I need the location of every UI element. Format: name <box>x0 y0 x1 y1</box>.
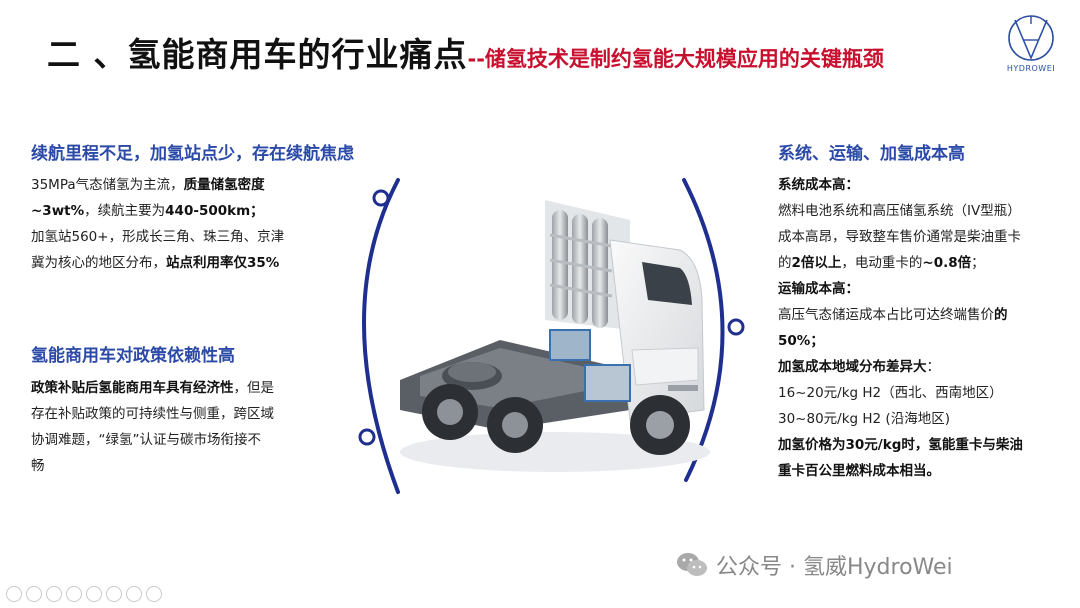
text-bold: ~0.8倍 <box>922 255 972 271</box>
logo-text: HYDROWEI <box>1006 64 1056 73</box>
hydrogen-tanks <box>549 210 613 328</box>
text: 畅 <box>31 458 45 474</box>
prev-slide-icon[interactable] <box>6 586 22 602</box>
more-icon[interactable] <box>146 586 162 602</box>
pointer-icon[interactable] <box>66 586 82 602</box>
left-heading-policy: 氢能商用车对政策依赖性高 <box>31 346 235 366</box>
text-bold: 站点利用率仅35% <box>166 255 280 271</box>
text: ，续航主要为 <box>84 203 166 219</box>
zoom-icon[interactable] <box>106 586 122 602</box>
text-bold: 质量储氢密度 <box>183 177 265 193</box>
text: ，电动重卡的 <box>841 255 923 271</box>
hydrogen-truck-illustration <box>400 200 710 472</box>
text-bold: 50%； <box>778 333 824 349</box>
left-paragraph-range: 35MPa气态储氢为主流，质量储氢密度 ~3wt%，续航主要为440-500km… <box>31 172 331 276</box>
text: 的 <box>778 255 792 271</box>
text: ； <box>971 255 985 271</box>
text: 成本高昂，导致整车售价通常是柴油重卡 <box>778 229 1021 245</box>
text: 冀为核心的地区分布， <box>31 255 166 271</box>
text: 高压气态储运成本占比可达终端售价 <box>778 307 994 323</box>
text-bold: 重卡百公里燃料成本相当。 <box>778 463 940 479</box>
title-main: 二 、氢能商用车的行业痛点 <box>47 35 468 74</box>
text-bold: 加氢成本地域分布差异大 <box>778 359 927 375</box>
text-bold: ~3wt% <box>31 203 85 219</box>
text: 存在补贴政策的可持续性与侧重，跨区域 <box>31 406 274 422</box>
text-bold: 运输成本高： <box>778 281 859 297</box>
search-icon[interactable] <box>86 586 102 602</box>
left-heading-range: 续航里程不足，加氢站点少，存在续航焦虑 <box>31 144 354 164</box>
text: 协调难题，“绿氢”认证与碳市场衔接不 <box>31 432 261 448</box>
left-paragraph-policy: 政策补贴后氢能商用车具有经济性，但是 存在补贴政策的可持续性与侧重，跨区域 协调… <box>31 375 331 479</box>
right-arc-dot <box>727 318 745 336</box>
logo-mark-icon <box>1008 15 1054 61</box>
text-bold: 系统成本高： <box>778 177 859 193</box>
text: 30~80元/kg H2 (沿海地区) <box>778 411 950 427</box>
wechat-watermark: 公众号 · 氢威HydroWei <box>676 549 953 581</box>
watermark-text: 公众号 · 氢威HydroWei <box>716 555 953 580</box>
text: ，但是 <box>233 380 275 396</box>
text-bold: 的 <box>994 307 1008 323</box>
text: 加氢站560+，形成长三角、珠三角、京津 <box>31 229 285 245</box>
wechat-icon <box>677 553 707 576</box>
text-bold: 政策补贴后氢能商用车具有经济性 <box>31 380 234 396</box>
right-heading-cost: 系统、运输、加氢成本高 <box>778 144 965 164</box>
right-paragraph-cost: 系统成本高： 燃料电池系统和高压储氢系统（IV型瓶） 成本高昂，导致整车售价通常… <box>778 172 1068 484</box>
text: 35MPa气态储氢为主流， <box>31 177 184 193</box>
slide-toolbar <box>6 586 162 602</box>
hide-icon[interactable] <box>126 586 142 602</box>
text: ： <box>926 359 941 375</box>
text-bold: 2倍以上 <box>791 255 842 271</box>
slide-title: 二 、氢能商用车的行业痛点--储氢技术是制约氢能大规模应用的关键瓶颈 <box>47 28 884 76</box>
text: 燃料电池系统和高压储氢系统（IV型瓶） <box>778 203 1021 219</box>
hydrowei-logo: HYDROWEI <box>1001 12 1061 78</box>
title-subtitle: --储氢技术是制约氢能大规模应用的关键瓶颈 <box>467 47 884 71</box>
text: 16~20元/kg H2（西北、西南地区） <box>778 385 1003 401</box>
next-slide-icon[interactable] <box>26 586 42 602</box>
left-arc-dot-bottom <box>358 428 376 446</box>
text-bold: 加氢价格为30元/kg时，氢能重卡与柴油 <box>778 437 1023 453</box>
pen-icon[interactable] <box>46 586 62 602</box>
text-bold: 440-500km； <box>165 203 264 219</box>
